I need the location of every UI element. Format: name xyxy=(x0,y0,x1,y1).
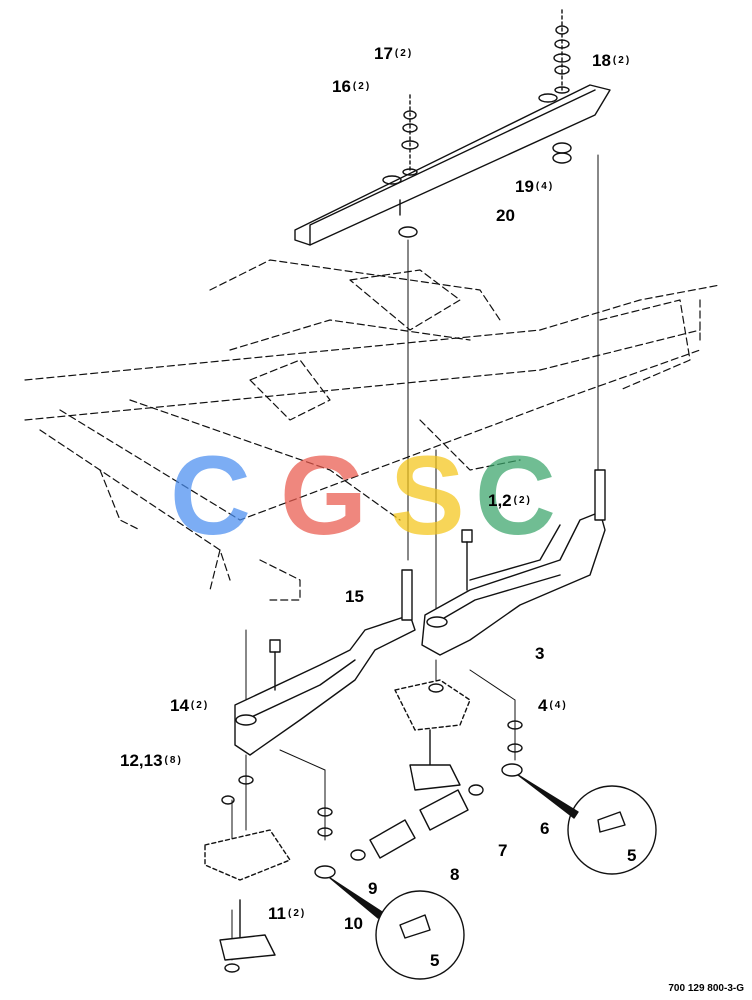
washers-4-14 xyxy=(221,683,523,837)
callout-8: 8 xyxy=(450,865,460,884)
callout-14: 14(2) xyxy=(170,696,210,715)
frame-dashed xyxy=(24,259,721,601)
callout-7: 7 xyxy=(498,841,508,860)
callout-19: 19(4) xyxy=(515,177,555,196)
mount-plate-upper xyxy=(394,679,471,791)
detail-circle-lower xyxy=(375,890,465,980)
callout-11: 11(2) xyxy=(268,904,307,923)
tie-rod-assembly xyxy=(314,763,523,879)
watermark-letter-c2: C xyxy=(475,433,556,558)
cgsc-watermark: C G S C xyxy=(170,440,590,560)
leader-lines xyxy=(231,154,599,961)
nut-stack-18 xyxy=(553,9,571,91)
watermark-letter-g: G xyxy=(280,433,368,558)
washer-19 xyxy=(398,142,572,238)
callout-20: 20 xyxy=(496,206,515,225)
callout-18: 18(2) xyxy=(592,51,632,70)
mount-plate-lower xyxy=(204,829,291,973)
callout-5-upper: 5 xyxy=(627,846,637,865)
detail-pointers xyxy=(329,774,579,919)
bolt-1-2 xyxy=(269,529,473,691)
callout-16: 16(2) xyxy=(332,77,372,96)
pivot-arm-3 xyxy=(421,469,606,656)
cross-tube-20 xyxy=(294,84,611,246)
callout-15: 15 xyxy=(345,587,364,606)
callout-17: 17(2) xyxy=(374,44,414,63)
callout-6: 6 xyxy=(540,819,550,838)
callout-5-lower: 5 xyxy=(430,951,440,970)
watermark-letter-s: S xyxy=(390,433,465,558)
watermark-letter-c1: C xyxy=(170,433,251,558)
callout-10: 10 xyxy=(344,914,363,933)
detail-circle-upper xyxy=(567,785,657,875)
callout-12-13: 12,13(8) xyxy=(120,751,183,770)
callout-1-2: 1,2(2) xyxy=(488,491,532,510)
callout-3: 3 xyxy=(535,644,545,663)
nut-stack-16-17 xyxy=(401,94,419,173)
pivot-arm-15 xyxy=(234,569,416,756)
callout-4: 4(4) xyxy=(538,696,568,715)
callout-9: 9 xyxy=(368,879,378,898)
figure-id: 700 129 800-3-G xyxy=(668,983,744,994)
